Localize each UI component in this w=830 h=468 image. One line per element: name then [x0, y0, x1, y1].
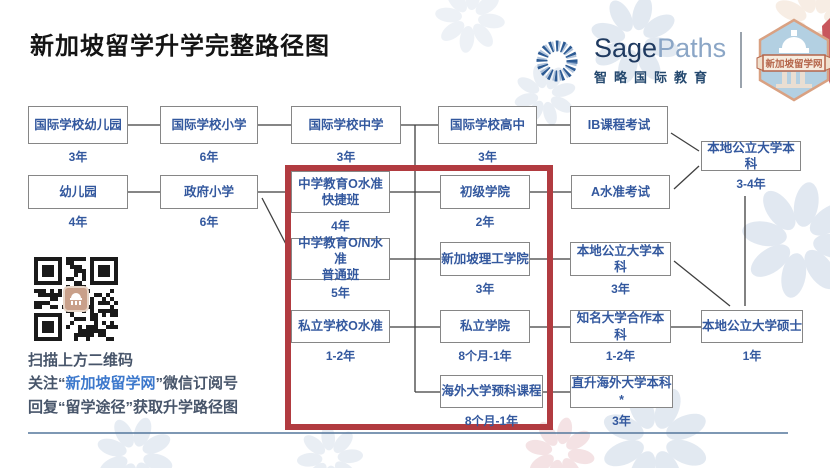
qr-caption-line2-suffix: ”微信订阅号: [155, 375, 239, 393]
node-years: 6年: [199, 215, 219, 229]
node-label: A水准考试: [590, 184, 651, 199]
qr-caption-line2-highlight: 新加坡留学网: [65, 375, 156, 393]
node-local-public-uni-bachelor-a: 本地公立大学本科 3-4年: [701, 141, 801, 192]
node-label: 幼儿园: [59, 184, 97, 199]
node-label: 中学教育O/N水准: [298, 235, 383, 266]
node-years: 3-4年: [736, 177, 766, 191]
node-label: 国际学校幼儿园: [34, 117, 122, 132]
node-junior-college: 初级学院 2年: [440, 175, 530, 230]
node-label-line2: 快捷班: [321, 193, 360, 207]
node-on-level-normal: 中学教育O/N水准普通班 5年: [291, 235, 390, 301]
node-years: 1-2年: [605, 349, 636, 363]
node-label-line2: 普通班: [321, 268, 360, 283]
node-years: 3年: [612, 414, 631, 428]
node-label: 直升海外大学本科*: [571, 376, 672, 407]
node-label: 本地公立大学本科: [707, 140, 795, 171]
qr-center-logo: [63, 286, 89, 312]
node-years: 1年: [742, 349, 762, 363]
node-years: 3年: [611, 282, 630, 296]
node-label: IB课程考试: [587, 117, 651, 132]
brand-block: SagePaths 智略国际教育 新加坡留学网: [530, 18, 830, 102]
node-label: 中学教育O水准: [298, 176, 383, 191]
node-label: 本地公立大学硕士: [702, 319, 803, 334]
node-years: 8个月-1年: [458, 349, 512, 363]
node-label: 私立学院: [459, 319, 510, 334]
node-label: 初级学院: [459, 184, 510, 199]
qr-caption-line3: 回复“留学途径”获取升学路径图: [28, 398, 239, 416]
node-private-college: 私立学院 8个月-1年: [440, 310, 530, 364]
qr-caption-line2-prefix: 关注“: [28, 375, 66, 393]
node-overseas-bachelor: 直升海外大学本科* 3年: [570, 375, 673, 429]
node-intl-high: 国际学校高中 3年: [438, 106, 537, 165]
node-years: 4年: [68, 215, 88, 229]
brand-name-secondary: Paths: [657, 33, 727, 64]
node-years: 6年: [199, 150, 219, 164]
highlight-frame: [285, 165, 553, 430]
node-years: 2年: [475, 215, 495, 229]
badge-label: 新加坡留学网: [766, 58, 823, 70]
node-label: 海外大学预科课程: [441, 384, 542, 399]
qr-caption: 扫描上方二维码 关注“新加坡留学网”微信订阅号 回复“留学途径”获取升学路径图: [28, 349, 238, 419]
node-polytechnic: 新加坡理工学院 3年: [440, 242, 530, 297]
node-intl-secondary: 国际学校中学 3年: [291, 106, 401, 165]
node-label: 私立学校O水准: [298, 319, 383, 334]
node-years: 3年: [478, 150, 497, 164]
qr-caption-line2: 关注“新加坡留学网”微信订阅号: [28, 372, 238, 395]
sagepaths-spinner-icon: [536, 40, 578, 82]
node-local-public-uni-master: 本地公立大学硕士 1年: [701, 310, 803, 364]
node-intl-primary: 国际学校小学 6年: [160, 106, 258, 165]
node-label: 政府小学: [183, 184, 234, 199]
brand-name-primary: Sage: [594, 33, 658, 64]
node-years: 1-2年: [325, 349, 356, 363]
node-years: 4年: [331, 219, 350, 233]
brand-divider: [740, 32, 743, 88]
qr-caption-line1: 扫描上方二维码: [28, 352, 134, 369]
node-label: 本地公立大学本科: [576, 243, 665, 274]
brand-tagline: 智略国际教育: [594, 69, 715, 85]
brand-text: SagePaths 智略国际教育: [594, 34, 726, 85]
node-ib-exam: IB课程考试: [570, 106, 668, 144]
brand-name: SagePaths: [594, 34, 726, 62]
qr-building-icon: [70, 293, 82, 305]
node-label: 国际学校中学: [308, 117, 384, 132]
node-years: 3年: [475, 282, 495, 296]
node-years: 8个月-1年: [464, 414, 519, 428]
node-partner-uni-bachelor: 知名大学合作本科 1-2年: [570, 310, 671, 364]
page-title: 新加坡留学升学完整路径图: [30, 33, 330, 60]
node-years: 3年: [68, 150, 88, 164]
node-private-school-olevel: 私立学校O水准 1-2年: [291, 310, 390, 364]
node-label: 国际学校高中: [449, 117, 525, 132]
wechat-qr-code: [30, 253, 122, 345]
node-label: 知名大学合作本科: [576, 311, 665, 342]
node-years: 3年: [336, 150, 356, 164]
node-alevel-exam: A水准考试: [571, 175, 670, 209]
node-local-public-uni-bachelor-b: 本地公立大学本科 3年: [570, 242, 671, 297]
node-olevel-express: 中学教育O水准快捷班 4年: [291, 171, 390, 234]
node-years: 5年: [331, 286, 350, 300]
node-intl-kindergarten: 国际学校幼儿园 3年: [28, 106, 128, 165]
node-label: 新加坡理工学院: [441, 251, 529, 266]
node-gov-primary: 政府小学 6年: [160, 175, 258, 230]
liuxuewang-badge: 新加坡留学网: [756, 18, 830, 102]
node-overseas-foundation: 海外大学预科课程 8个月-1年: [440, 375, 543, 429]
node-label: 国际学校小学: [171, 117, 247, 132]
node-kindergarten: 幼儿园 4年: [28, 175, 128, 230]
qr-pattern: [34, 257, 118, 341]
